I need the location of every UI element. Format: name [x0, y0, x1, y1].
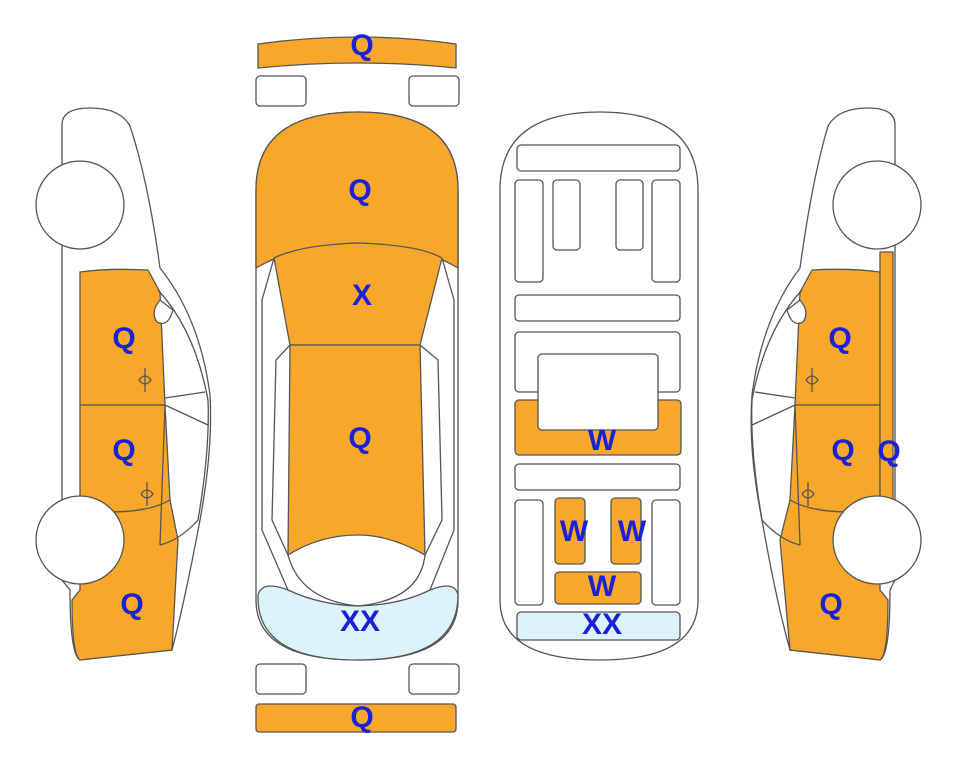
right-window-line — [751, 289, 803, 546]
left-front-door-panel — [79, 268, 166, 406]
floor-rear-panel-code: XX — [582, 608, 622, 641]
roof-rear-code: Q — [348, 422, 371, 455]
top-view: Q Q X Q XX Q — [255, 29, 460, 734]
left-rear-door-code: Q — [112, 434, 135, 467]
front-bumper-code: Q — [350, 29, 373, 62]
right-side-view: Q Q Q Q — [750, 107, 922, 661]
right-glass-lines — [751, 391, 801, 546]
floor-right-rail-code: W — [618, 515, 647, 548]
underbody-view: W W W W XX — [499, 111, 699, 661]
left-rear-wheel — [35, 495, 125, 585]
rear-bumper-code: Q — [350, 701, 373, 734]
right-door-handles — [801, 368, 819, 506]
left-front-door-code: Q — [112, 322, 135, 355]
left-front-wheel — [35, 160, 125, 250]
right-quarter-code: Q — [819, 588, 842, 621]
rear-glass-code: XX — [340, 605, 380, 638]
floor-left-rail-code: W — [560, 515, 589, 548]
left-glass-lines — [159, 391, 209, 546]
roof-front-code: X — [352, 279, 372, 312]
right-front-door-panel — [794, 268, 881, 406]
floor-left-rail-panel — [554, 497, 586, 565]
rear-glass-panel — [257, 585, 459, 661]
roof-rear-panel — [287, 344, 426, 557]
floor-mid-crossmember-code: W — [588, 424, 617, 457]
left-side-view: Q Q Q — [35, 107, 212, 661]
front-right-tire — [408, 75, 460, 107]
right-front-wheel — [832, 160, 922, 250]
floor-rear-crossmember-panel — [554, 571, 642, 605]
floor-rear-crossmember-code: W — [588, 570, 617, 603]
right-mirror — [786, 299, 807, 325]
floor-rear-panel — [516, 611, 681, 641]
top-side-lines — [261, 257, 455, 607]
front-left-tire — [255, 75, 307, 107]
roof-front-panel — [273, 242, 443, 346]
left-door-handles — [138, 368, 154, 506]
right-rear-wheel — [832, 495, 922, 585]
rear-left-tire — [255, 663, 307, 695]
left-mirror — [153, 299, 174, 325]
left-quarter-code: Q — [120, 588, 143, 621]
hood-code: Q — [348, 174, 371, 207]
left-window-line — [157, 289, 209, 546]
rear-bumper-panel — [255, 703, 457, 733]
rear-right-tire — [408, 663, 460, 695]
floor-center-tunnel — [537, 353, 659, 431]
right-front-door-code: Q — [828, 322, 851, 355]
floor-right-rail-panel — [610, 497, 642, 565]
right-rocker-code: Q — [877, 435, 900, 468]
right-rear-door-code: Q — [831, 434, 854, 467]
front-bumper-panel — [257, 36, 457, 69]
